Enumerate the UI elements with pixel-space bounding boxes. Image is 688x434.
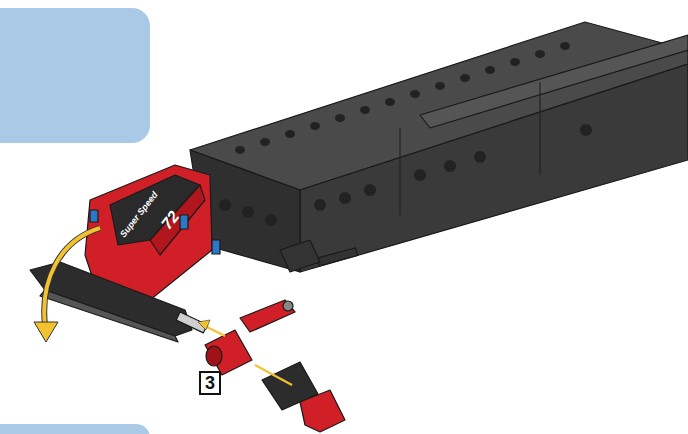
rotation-arrowhead — [34, 322, 58, 342]
chassis-seam — [539, 82, 540, 175]
rotation-arrow — [44, 228, 100, 325]
bracket — [280, 240, 320, 272]
rotation-arrow-outline — [44, 228, 100, 325]
callout-number: 3 — [199, 371, 221, 395]
step-panel — [0, 424, 150, 434]
chassis-seam — [399, 128, 400, 215]
chassis-holes — [219, 42, 592, 226]
assembly-arrowhead — [198, 320, 210, 330]
chassis-ridge — [420, 35, 688, 128]
assembly-line — [205, 326, 225, 336]
blue-pin — [212, 240, 220, 254]
ski-edge — [40, 290, 178, 342]
small-part — [300, 390, 345, 432]
connector-hole — [206, 346, 222, 366]
axle — [317, 248, 358, 266]
red-arm — [240, 300, 295, 332]
arm-hole — [283, 301, 293, 311]
connector — [205, 330, 252, 375]
step-panel — [0, 8, 150, 143]
blue-pin — [90, 210, 98, 222]
assembly-line — [255, 365, 292, 385]
